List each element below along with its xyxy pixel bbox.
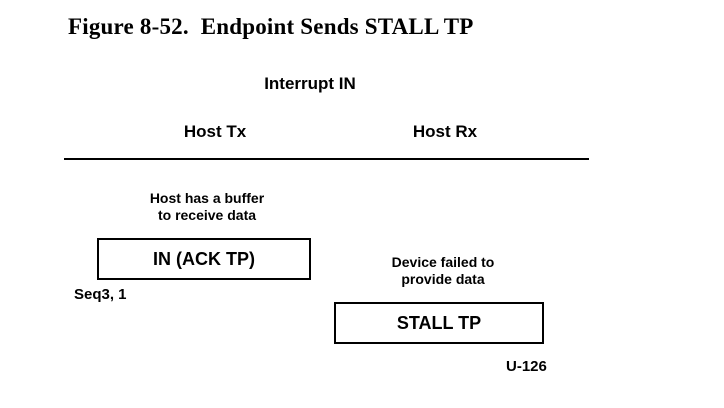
note-device-failed: Device failed to provide data — [391, 254, 495, 287]
packet-label-in-ack-tp: IN (ACK TP) — [153, 248, 255, 269]
column-header-host-tx: Host Tx — [183, 122, 247, 141]
packet-label-stall-tp: STALL TP — [396, 312, 482, 333]
page-title: Figure 8-52. Endpoint Sends STALL TP — [68, 14, 474, 39]
packet-box-in-ack-tp: IN (ACK TP) — [97, 238, 311, 280]
diagram-subtitle: Interrupt IN — [264, 74, 356, 93]
page-reference: U-126 — [506, 358, 547, 375]
sequence-label: Seq3, 1 — [74, 286, 127, 303]
column-header-host-rx: Host Rx — [412, 122, 478, 141]
packet-box-stall-tp: STALL TP — [334, 302, 544, 344]
header-divider — [64, 158, 589, 160]
note-host-has-buffer: Host has a buffer to receive data — [149, 190, 265, 223]
